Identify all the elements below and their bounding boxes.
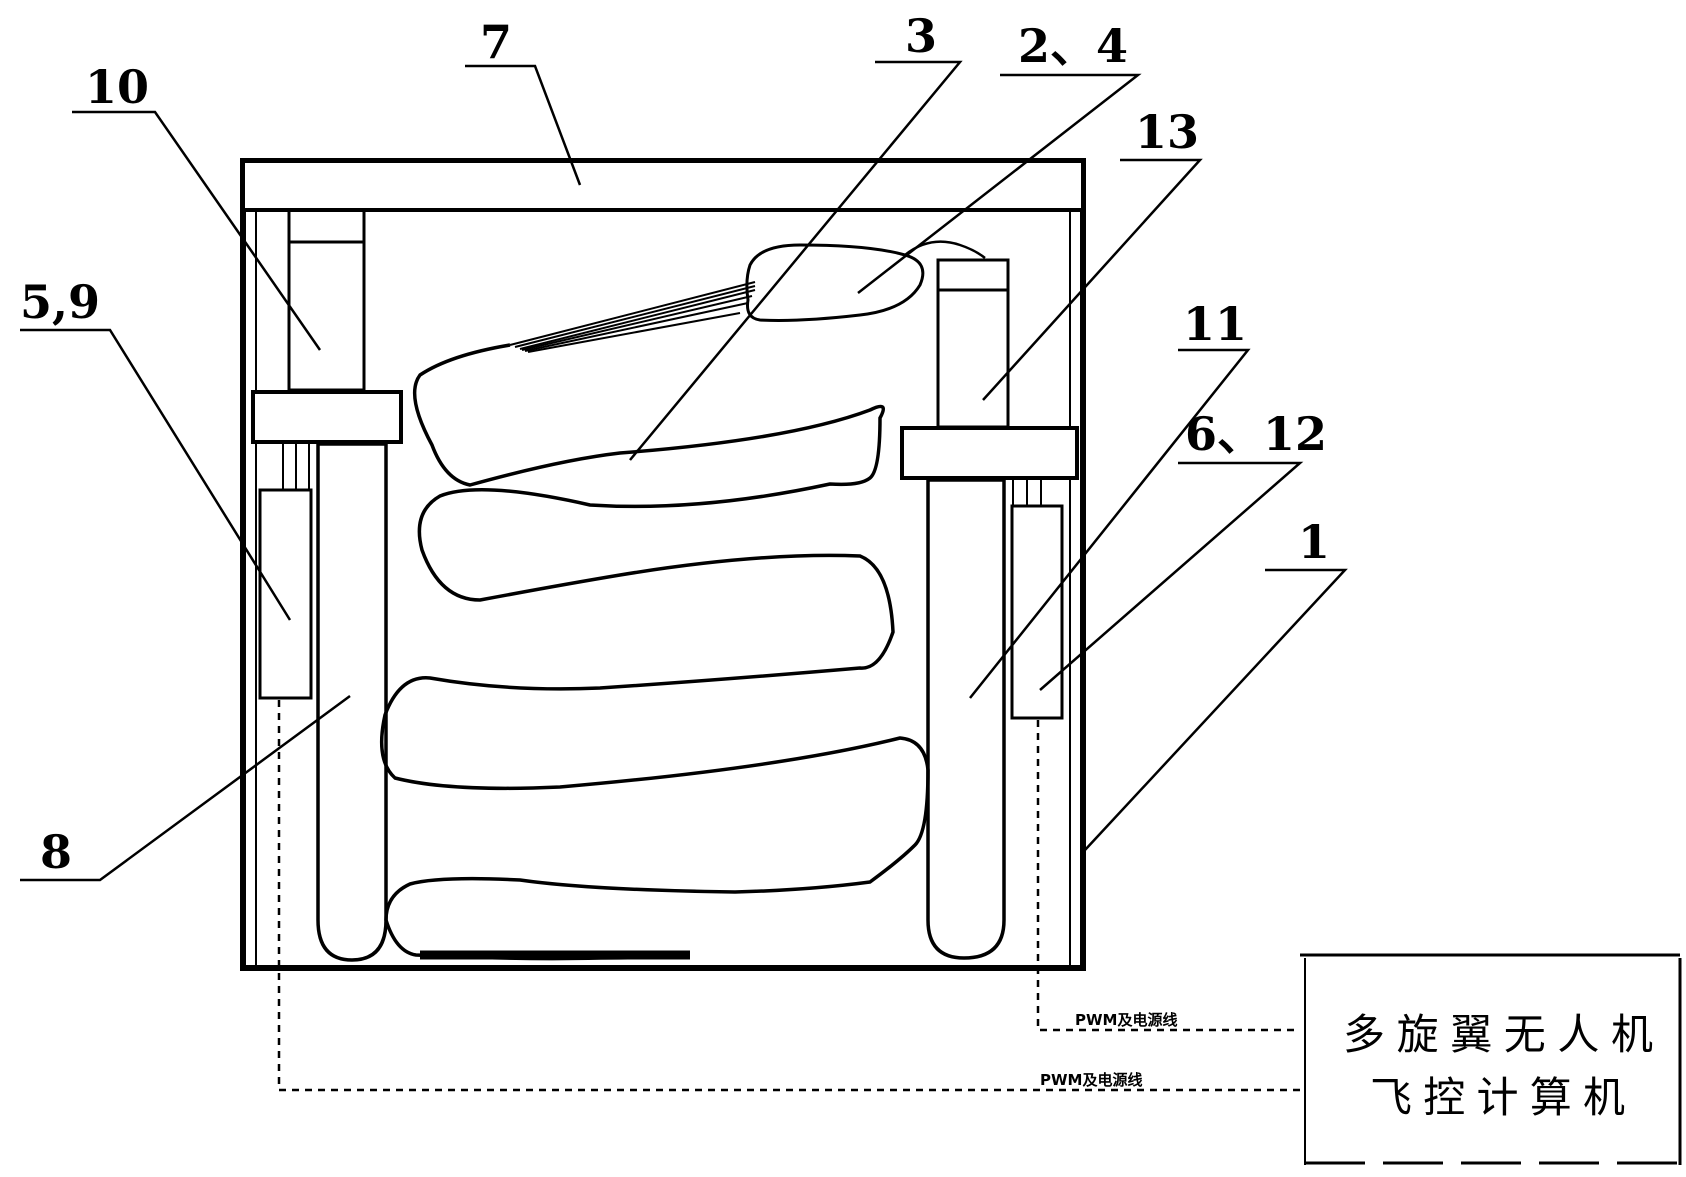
controller-title-line1: 多旋翼无人机 [1343, 1010, 1653, 1059]
label-11: 11 [1183, 297, 1247, 351]
top-pod-cable [905, 242, 985, 258]
top-lid [243, 161, 1083, 210]
label-1: 1 [1298, 515, 1330, 569]
lower-wire-label: PWM及电源线 [1040, 1071, 1142, 1089]
label-13: 13 [1135, 105, 1199, 159]
right-top-unit-body [938, 290, 1008, 427]
tether-fan [510, 282, 755, 352]
left-top-unit [289, 210, 364, 242]
upper-wire-label: PWM及电源线 [1075, 1011, 1177, 1029]
right-tube [928, 480, 1004, 958]
label-2-4: 2、4 [1018, 19, 1128, 73]
left-top-unit-body [289, 242, 364, 390]
right-top-unit [938, 260, 1008, 290]
top-pod [747, 245, 923, 320]
right-sensor [1012, 506, 1062, 718]
controller-box [1300, 955, 1680, 1165]
label-8: 8 [40, 825, 72, 879]
controller-title-line2: 飞控计算机 [1370, 1073, 1625, 1122]
left-sensor [260, 490, 311, 698]
coiled-hose [382, 345, 928, 959]
label-6-12: 6、12 [1185, 407, 1327, 461]
left-tube [318, 444, 386, 960]
label-10: 10 [85, 60, 149, 114]
right-bracket [902, 428, 1077, 478]
label-3: 3 [905, 9, 937, 63]
label-7: 7 [480, 15, 512, 69]
label-5-9: 5,9 [20, 275, 100, 329]
left-bracket [253, 392, 401, 442]
